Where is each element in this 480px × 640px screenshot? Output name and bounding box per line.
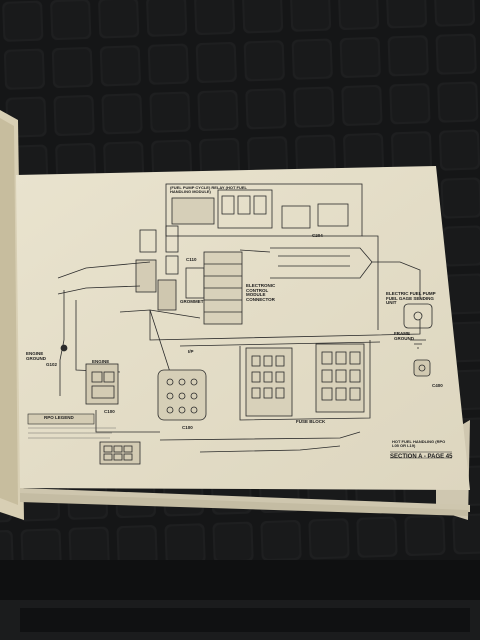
c110-label: C110 [186,257,197,262]
c400-label: C400 [432,383,443,388]
relay-module-title: (FUEL PUMP CYCLE) RELAY (HOT FUEL HANDLI… [170,185,247,194]
frame-ground-label: FRAME GROUND [394,331,414,341]
rpo-legend-label: RPO LEGEND [44,415,74,420]
wiring-diagram [57,183,433,465]
grommet-label: GROMMET [180,299,204,304]
ip-label: I/P [188,349,194,354]
c204-label: C204 [312,233,323,238]
ecm-connector-label: ELECTRONIC CONTROL MODULE CONNECTOR [246,283,276,302]
engine-label: ENGINE [92,359,110,364]
rpo-legend-box [27,413,95,425]
page-number: SECTION A - PAGE 45 [390,454,453,460]
fuel-pump-label: ELECTRIC FUEL PUMP FUEL GAGE SENDING UNI… [386,291,436,305]
ground-id-label: G102 [46,362,58,367]
c100-left-label: C100 [104,409,115,414]
footer-title: HOT FUEL HANDLING (RPO L05 OR L19) [392,439,446,448]
engine-ground-label: ENGINE GROUND [26,351,46,361]
fuse-block-label: FUSE BLOCK [296,419,326,424]
c100-center-label: C100 [182,425,193,430]
